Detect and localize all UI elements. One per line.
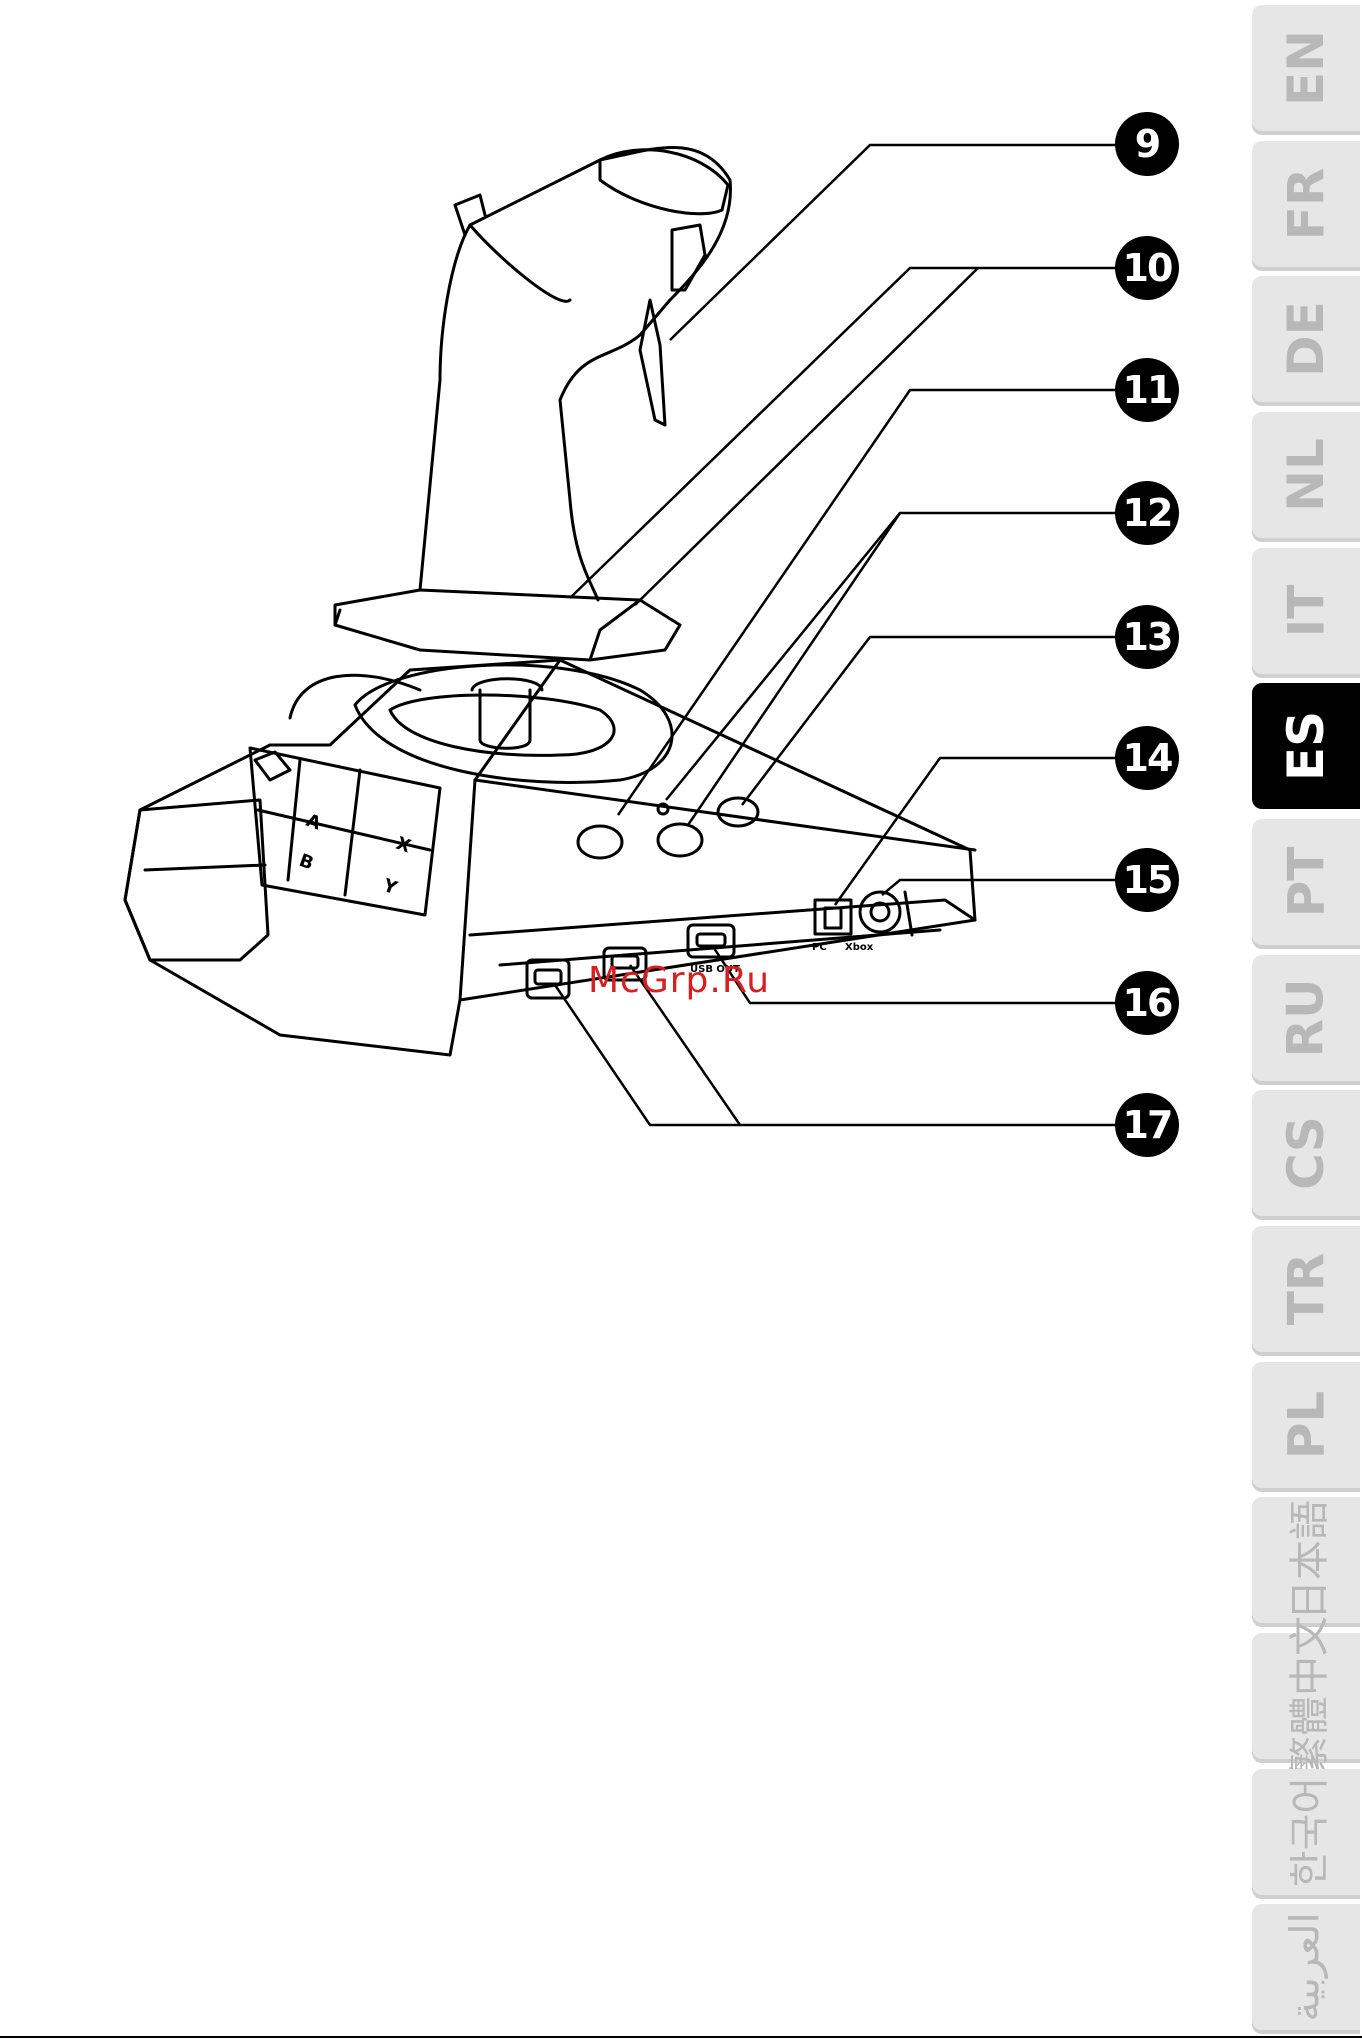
callout-14: 14 [1115,726,1179,790]
callout-13: 13 [1115,605,1179,669]
leader-15 [882,880,1120,895]
leader-11 [618,390,1120,815]
tab-cs[interactable]: CS [1252,1090,1360,1216]
callout-15: 15 [1115,848,1179,912]
button-x-label: X [393,833,413,858]
watermark: McGrp.Ru [588,960,770,1001]
usb-port-left [527,960,569,998]
callout-16: 16 [1115,971,1179,1035]
base-button-left [578,826,622,858]
tab-nl[interactable]: NL [1252,412,1360,538]
tab-ko[interactable]: 한국어 [1252,1769,1360,1895]
tab-pl[interactable]: PL [1252,1362,1360,1488]
tab-es[interactable]: ES [1252,683,1360,809]
leader-14 [835,758,1120,905]
tab-pt[interactable]: PT [1252,819,1360,945]
left-module [125,800,268,960]
callout-9: 9 [1115,112,1179,176]
leader-10b [635,268,978,605]
leader-9 [670,145,1120,340]
bottom-rule [0,2036,1362,2038]
tab-zh-tw[interactable]: 繁體中文 [1252,1633,1360,1759]
tab-ar[interactable]: العربية [1252,1904,1360,2030]
callout-12: 12 [1115,481,1179,545]
tab-it[interactable]: IT [1252,548,1360,674]
joystick-diagram: A B X Y USB OUT PC Xbox [0,0,1250,1200]
button-b-label: B [296,850,316,874]
headset-jack [860,892,900,932]
stick-grip [420,148,730,601]
led-indicator [658,804,668,814]
pc-label: PC [812,942,827,953]
tab-de[interactable]: DE [1252,276,1360,402]
button-a-label: A [303,810,323,835]
leader-17b [555,985,740,1125]
callout-10: 10 [1115,236,1179,300]
usb-out-port [688,925,734,957]
button-y-label: Y [379,875,400,900]
tab-tr[interactable]: TR [1252,1226,1360,1352]
base-button-right [718,798,758,826]
base-button-xbox [658,824,702,856]
callout-11: 11 [1115,358,1179,422]
grip-base-plate [335,590,680,660]
xbox-label: Xbox [845,942,874,953]
tab-ja[interactable]: 日本語 [1252,1497,1360,1623]
base-outline [125,660,975,1055]
tab-fr[interactable]: FR [1252,141,1360,267]
callout-17: 17 [1115,1093,1179,1157]
leader-16 [712,945,1120,1003]
language-tabs: EN FR DE NL IT ES PT RU CS TR PL 日本語 繁體中… [1252,0,1362,2042]
tab-en[interactable]: EN [1252,5,1360,131]
tab-ru[interactable]: RU [1252,955,1360,1081]
